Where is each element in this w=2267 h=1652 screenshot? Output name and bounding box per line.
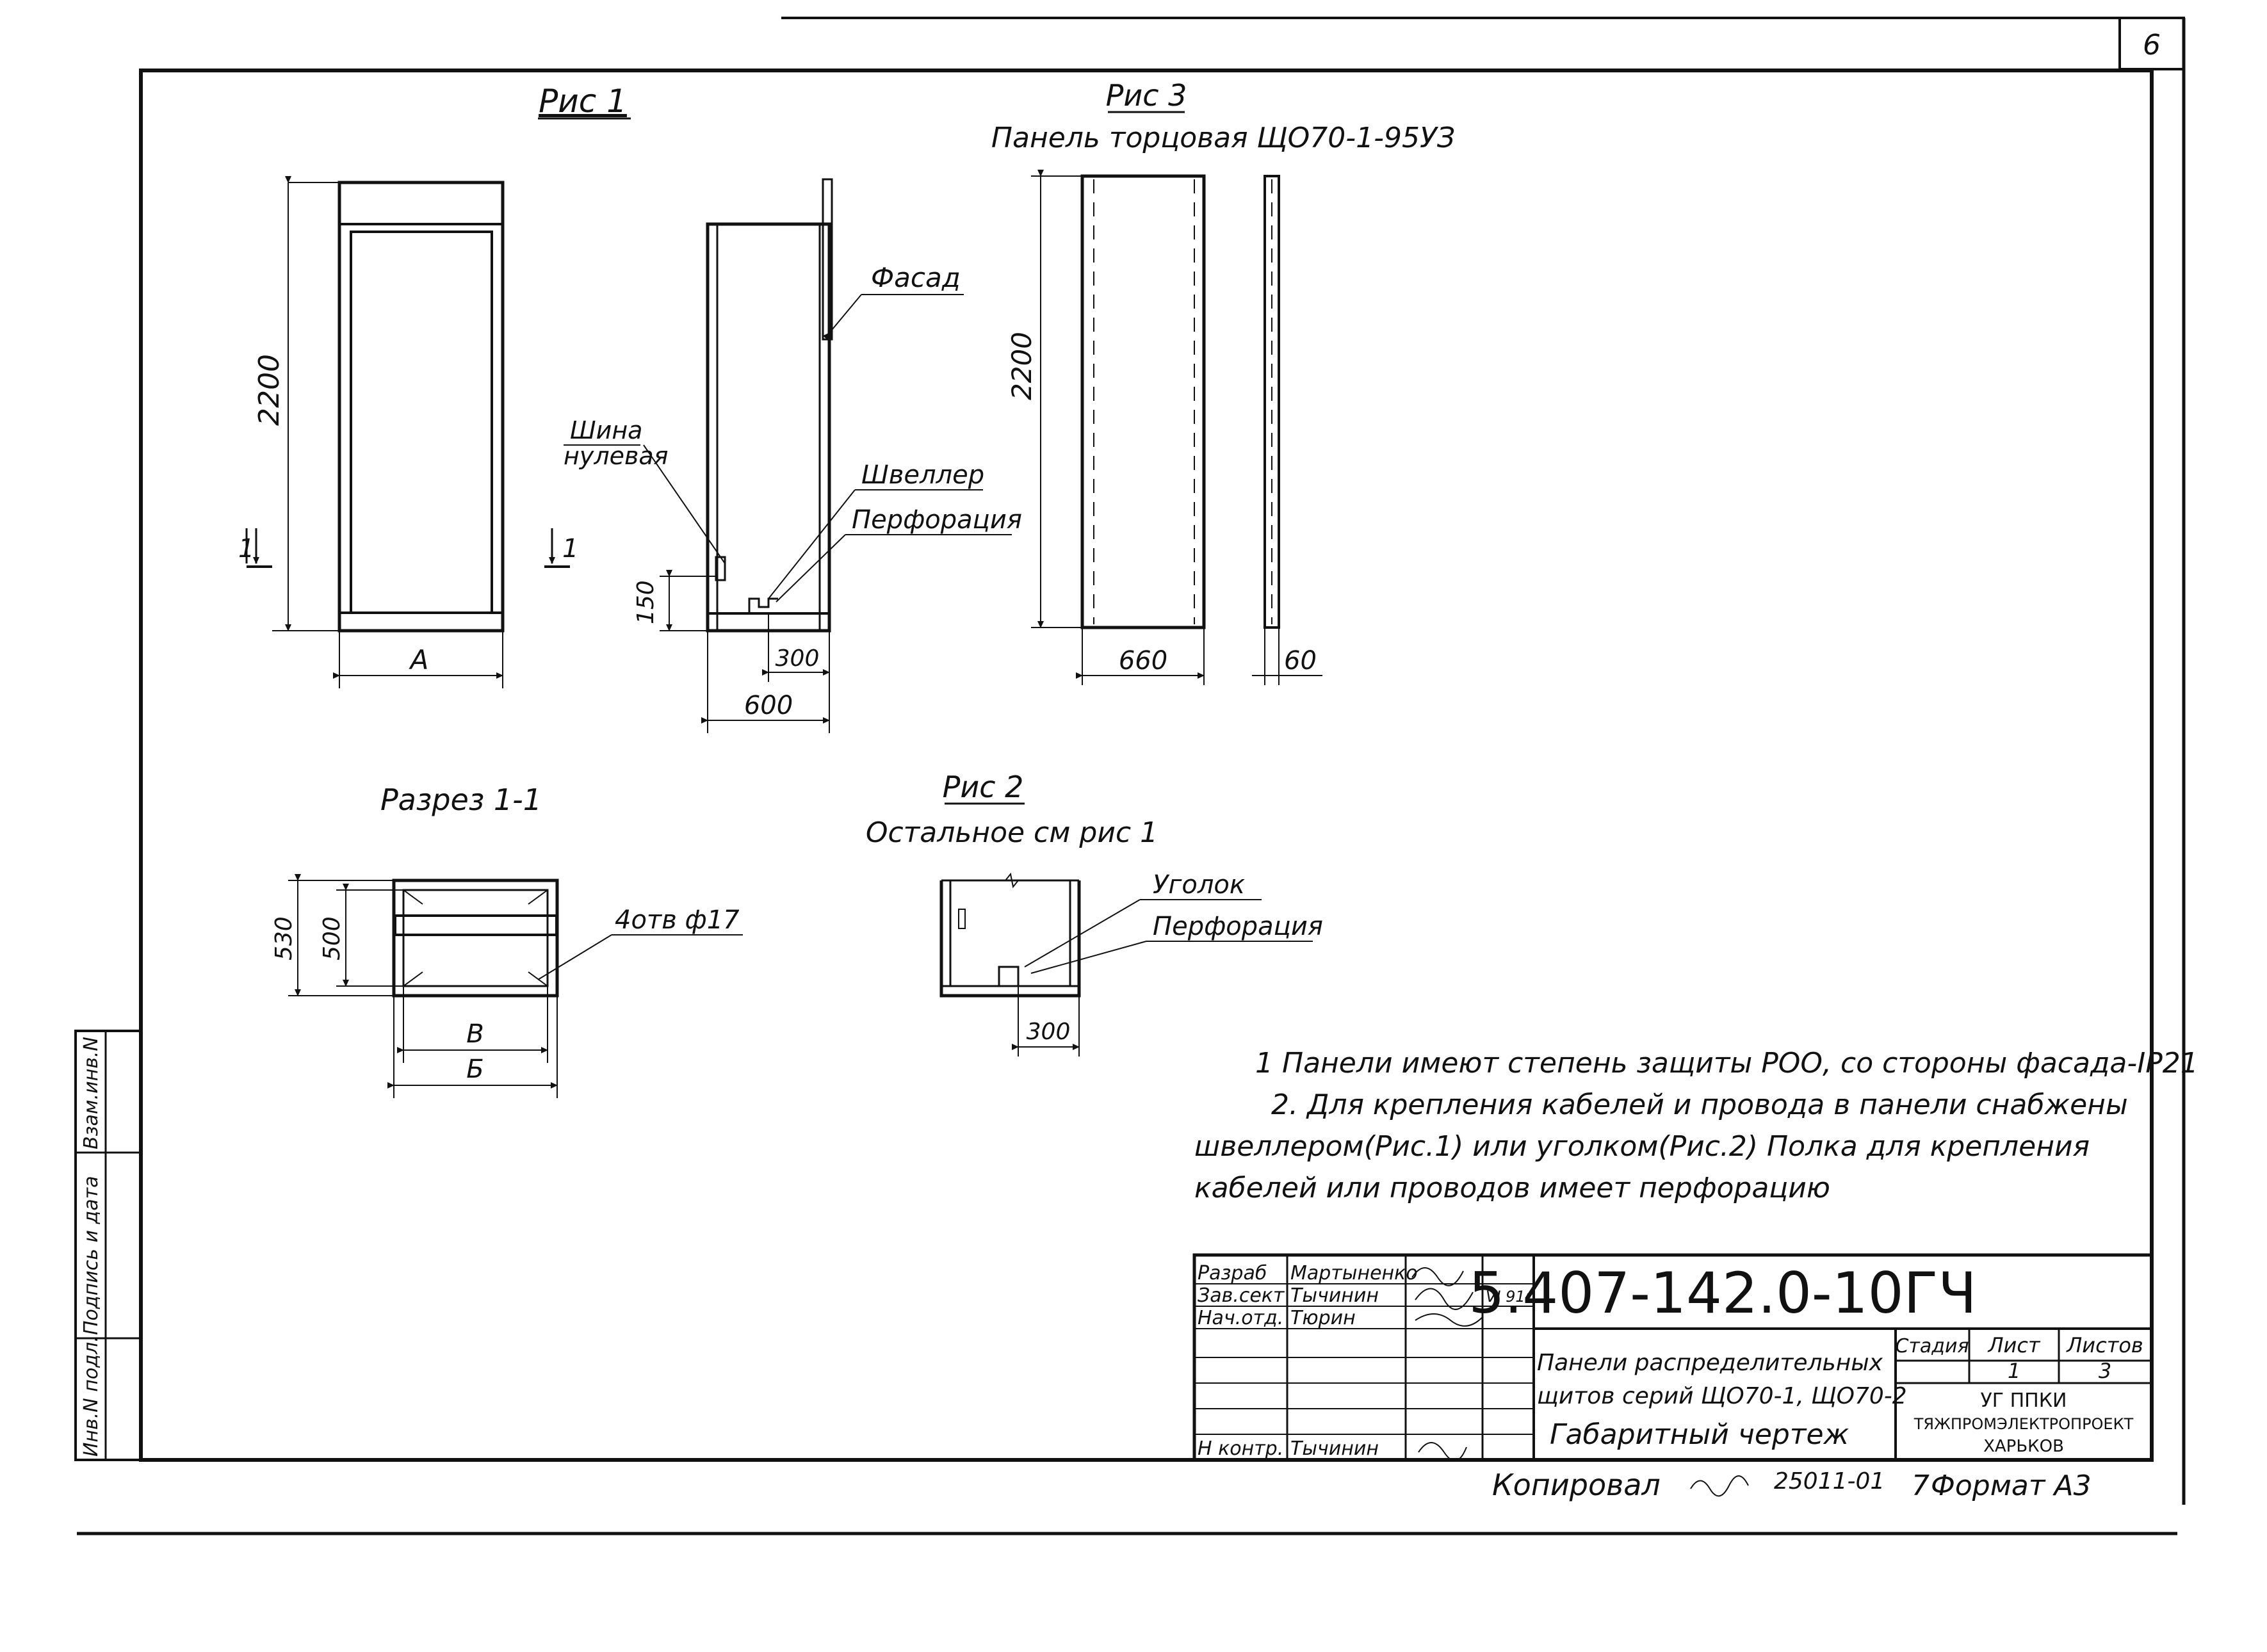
footer-format-no: 7 — [1912, 1470, 1930, 1502]
note-2-line-2: швеллером(Рис.1) или уголком(Рис.2) Полк… — [1194, 1130, 2090, 1163]
org-line-3: ХАРЬКОВ — [1983, 1437, 2064, 1456]
document-code: 5.407-142.0-10ГЧ — [1468, 1260, 1976, 1326]
role-head-sector: Зав.сект — [1198, 1284, 1285, 1307]
label-facade: Фасад — [871, 262, 961, 293]
label-bus-zero: нулевая — [564, 442, 669, 470]
fig2-angle-variant: Рис 2 Остальное см рис 1 Уголок Перфорац… — [866, 770, 1323, 1057]
fig3-dim-width: 660 — [1119, 646, 1167, 676]
notes: 1 Панели имеют степень защиты РОО, со ст… — [1194, 1047, 2198, 1204]
footer: Копировал 25011-01 7 Формат А3 — [1492, 1468, 2092, 1502]
signature-norm-control — [1418, 1442, 1467, 1461]
name-norm-control: Тычинин — [1290, 1437, 1379, 1460]
signature-head-dept — [1415, 1313, 1483, 1327]
fig1-front-view: Рис 1 2200 А 1 1 — [238, 83, 631, 688]
side-stamp: Инв.N подл. Подпись и дата Взам.инв.N — [74, 1030, 142, 1461]
sheet-value: 1 — [2008, 1359, 2020, 1383]
sheet-number: 6 — [2143, 29, 2161, 61]
fig1-dim-width: А — [409, 644, 429, 676]
signature-head-sector — [1415, 1288, 1474, 1310]
desc-line-2: щитов серий ЩО70-1, ЩО70-2 — [1537, 1383, 1907, 1409]
stage-label: Стадия — [1895, 1335, 1969, 1357]
name-designer: Мартыненко — [1290, 1262, 1418, 1284]
footer-format: Формат А3 — [1931, 1470, 2092, 1502]
fig1-dim-150: 150 — [633, 580, 659, 624]
note-2-line-3: кабелей или проводов имеет перфорацию — [1194, 1172, 1830, 1204]
section-view: Разрез 1-1 530 500 4отв ф17 В Б — [271, 782, 743, 1098]
section-dim-530: 530 — [271, 916, 297, 960]
name-head-dept: Тюрин — [1290, 1307, 1356, 1329]
role-norm-control: Н контр. — [1198, 1437, 1283, 1460]
fig3-dim-thickness: 60 — [1284, 646, 1317, 676]
org-line-1: УГ ППКИ — [1981, 1389, 2067, 1412]
title-block: Разраб Зав.сект Нач.отд. Н контр. Мартын… — [1192, 1253, 2154, 1462]
sheet-frame — [77, 17, 2186, 1535]
section-mark-left: 1 — [238, 534, 254, 563]
section-mark-right: 1 — [562, 534, 578, 563]
fig2-label-perforation: Перфорация — [1153, 912, 1323, 941]
desc-line-1: Панели распределительных — [1537, 1350, 1883, 1376]
label-channel: Швеллер — [861, 460, 984, 490]
note-2-line-1: 2. Для крепления кабелей и провода в пан… — [1271, 1089, 2128, 1121]
section-title: Разрез 1-1 — [380, 782, 542, 817]
footer-copied: Копировал — [1492, 1468, 1661, 1502]
signature-designer — [1411, 1267, 1464, 1286]
role-designer: Разраб — [1198, 1262, 1267, 1284]
sheets-value: 3 — [2099, 1359, 2111, 1383]
footer-order: 25011-01 — [1774, 1468, 1885, 1494]
stamp-inv: Инв.N подл. — [80, 1336, 102, 1457]
fig3-subtitle: Панель торцовая ЩО70-1-95УЗ — [991, 122, 1455, 154]
stamp-replace: Взам.инв.N — [80, 1037, 102, 1149]
sheets-label: Листов — [2066, 1333, 2143, 1357]
fig3-dim-height: 2200 — [1006, 332, 1037, 400]
fig1-dim-300: 300 — [776, 645, 820, 672]
fig1-dim-600: 600 — [744, 691, 793, 720]
fig3-end-panel: Рис 3 Панель торцовая ЩО70-1-95УЗ 2200 6… — [991, 78, 1455, 685]
stamp-signature: Подпись и дата — [80, 1176, 102, 1336]
label-bus: Шина — [570, 416, 642, 444]
fig2-subtitle: Остальное см рис 1 — [866, 816, 1158, 849]
section-dim-b2: Б — [466, 1055, 483, 1084]
label-perforation: Перфорация — [852, 505, 1022, 535]
fig1-dim-height: 2200 — [253, 354, 286, 426]
section-dim-b: В — [466, 1019, 483, 1049]
role-head-dept: Нач.отд. — [1198, 1307, 1283, 1329]
fig1-title: Рис 1 — [539, 83, 627, 120]
fig3-title: Рис 3 — [1106, 78, 1187, 113]
section-holes: 4отв ф17 — [615, 905, 740, 935]
name-head-sector: Тычинин — [1290, 1284, 1379, 1307]
desc-line-3: Габаритный чертеж — [1550, 1418, 1849, 1451]
copier-signature — [1690, 1475, 1749, 1497]
org-line-2: ТЯЖПРОМЭЛЕКТРОПРОЕКТ — [1914, 1415, 2134, 1433]
fig2-title: Рис 2 — [943, 770, 1024, 804]
fig2-dim-300: 300 — [1027, 1019, 1071, 1045]
note-1: 1 Панели имеют степень защиты РОО, со ст… — [1255, 1047, 2198, 1080]
fig2-label-angle: Уголок — [1153, 870, 1245, 900]
section-dim-500: 500 — [319, 916, 345, 960]
approval-date: VI 91г — [1486, 1288, 1534, 1306]
sheet-label: Лист — [1987, 1333, 2040, 1357]
fig1-side-view: Шина нулевая Фасад Швеллер Перфорация 15… — [564, 178, 1022, 733]
